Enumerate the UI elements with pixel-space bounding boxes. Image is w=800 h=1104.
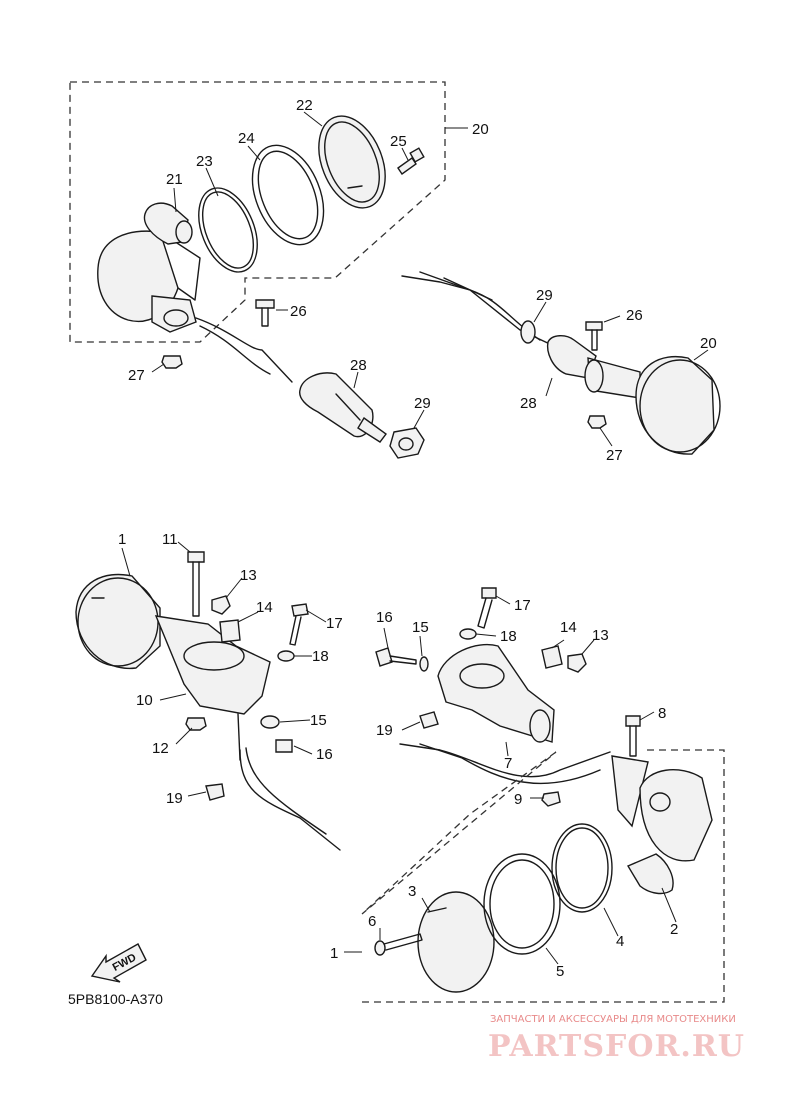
bolt-8 <box>625 715 641 757</box>
rear-right-flasher-group: 29 26 20 28 27 <box>401 271 721 464</box>
wire-harness-left <box>195 317 293 383</box>
callout-2: 2 <box>670 921 678 938</box>
washer-18-left <box>277 650 295 662</box>
assembly-boundary-1-right <box>361 749 725 1003</box>
screw-6 <box>374 933 423 956</box>
nut-29-right <box>520 320 536 344</box>
front-left-flasher-group: 1 11 13 14 17 18 10 15 12 16 19 <box>75 531 343 851</box>
nut-9 <box>541 791 561 807</box>
callout-3: 3 <box>408 883 416 900</box>
watermark: ЗАПЧАСТИ И АКСЕССУАРЫ ДЛЯ МОТОТЕХНИКИ PA… <box>488 1014 745 1064</box>
callout-28-right: 28 <box>520 395 537 412</box>
stay-10 <box>154 615 271 761</box>
collar-14-left <box>219 619 241 643</box>
washer-15-right <box>419 656 429 672</box>
lens-24 <box>251 144 325 246</box>
callout-12: 12 <box>152 740 169 757</box>
callout-15-right: 15 <box>412 619 429 636</box>
callout-11: 11 <box>162 531 178 548</box>
callout-16-right: 16 <box>376 609 393 626</box>
callout-23: 23 <box>196 153 213 170</box>
callout-15-left: 15 <box>310 712 327 729</box>
nut-13-left <box>211 595 231 615</box>
nut-12 <box>185 717 207 731</box>
clip-19-left <box>205 783 225 801</box>
callout-29-left: 29 <box>414 395 431 412</box>
clip-19-right <box>419 711 439 729</box>
washer-15-left <box>260 715 280 729</box>
gasket-23 <box>198 187 258 273</box>
callout-1-left: 1 <box>118 531 126 548</box>
rim-3 <box>417 891 495 993</box>
callout-26-left: 26 <box>290 303 307 320</box>
callout-19-left: 19 <box>166 790 183 807</box>
callout-27-right: 27 <box>606 447 623 464</box>
bolt-26-right <box>585 321 603 351</box>
flasher-housing <box>97 230 201 333</box>
bulb-2 <box>626 853 674 895</box>
callout-17-right: 17 <box>514 597 531 614</box>
diagram-code: 5PB8100-A370 <box>68 991 163 1007</box>
callout-6: 6 <box>368 913 376 930</box>
callout-22: 22 <box>296 97 313 114</box>
callout-16-left: 16 <box>316 746 333 763</box>
nut-27-left <box>161 355 183 369</box>
gasket-4 <box>551 823 613 913</box>
wire-harness-front-right <box>399 743 611 785</box>
callout-17-left: 17 <box>326 615 343 632</box>
callout-27-left: 27 <box>128 367 145 384</box>
assembly-boundary-20-left <box>69 81 446 343</box>
collar-14-right <box>541 645 563 669</box>
bolt-16-right <box>375 647 417 667</box>
bolt-11 <box>187 551 205 617</box>
front-right-flasher-group: 16 15 17 18 14 13 19 8 7 9 6 3 1 5 4 2 <box>330 587 725 1003</box>
bulb-21 <box>143 202 193 245</box>
nut-13-right <box>567 653 587 673</box>
housing-1-right <box>611 755 713 862</box>
callout-10: 10 <box>136 692 153 709</box>
watermark-logo: PARTSFOR.RU <box>488 1029 745 1064</box>
stem-right <box>584 357 641 399</box>
callout-24: 24 <box>238 130 255 147</box>
callout-21: 21 <box>166 171 183 188</box>
callout-4: 4 <box>616 933 624 950</box>
callout-20-left: 20 <box>472 121 489 138</box>
housing-20-right <box>635 356 721 455</box>
stay-7 <box>437 644 555 743</box>
callout-7: 7 <box>504 755 512 772</box>
callout-14-left: 14 <box>256 599 273 616</box>
callout-13-left: 13 <box>240 567 257 584</box>
wire-harness-front-left <box>239 747 341 851</box>
callout-20-right: 20 <box>700 335 717 352</box>
lens-5 <box>483 853 561 955</box>
callout-19-right: 19 <box>376 722 393 739</box>
callout-26-right: 26 <box>626 307 643 324</box>
rim-22 <box>318 115 386 209</box>
bolt-26-left <box>255 299 275 327</box>
nut-29-left <box>389 427 425 459</box>
screw-25 <box>397 147 425 175</box>
callout-28-left: 28 <box>350 357 367 374</box>
rear-left-flasher-group: 21 23 24 22 25 20 26 27 28 29 <box>69 81 489 459</box>
grommet-28-left <box>299 372 387 443</box>
callout-18-left: 18 <box>312 648 329 665</box>
callout-29-right: 29 <box>536 287 553 304</box>
callout-8: 8 <box>658 705 666 722</box>
callout-9: 9 <box>514 791 522 808</box>
callout-14-right: 14 <box>560 619 577 636</box>
housing-1-left <box>75 573 161 670</box>
nut-27-right <box>587 415 607 429</box>
bolt-17-left <box>289 603 309 646</box>
callout-1-right: 1 <box>330 945 338 962</box>
washer-18-right <box>459 628 477 640</box>
fwd-arrow-icon: FWD <box>90 943 147 983</box>
callout-13-right: 13 <box>592 627 609 644</box>
bolt-16-left <box>275 739 293 753</box>
watermark-tagline: ЗАПЧАСТИ И АКСЕССУАРЫ ДЛЯ МОТОТЕХНИКИ <box>490 1014 736 1025</box>
callout-5: 5 <box>556 963 564 980</box>
callout-18-right: 18 <box>500 628 517 645</box>
bolt-17-right <box>477 587 497 629</box>
callout-25: 25 <box>390 133 407 150</box>
